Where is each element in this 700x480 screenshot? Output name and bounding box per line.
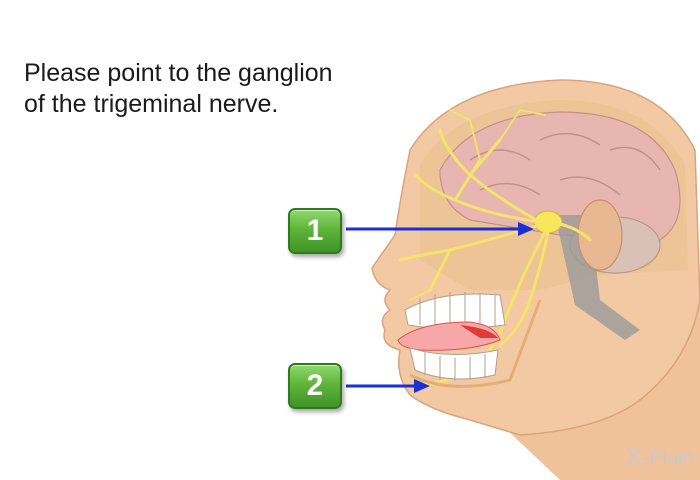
brainstem [555,215,640,340]
xplain-logo: X -Plain [626,444,694,472]
answer-button-2[interactable]: 2 [288,363,342,409]
answer-button-1[interactable]: 1 [288,208,342,254]
jaw-bone [409,299,542,388]
answer-button-2-label: 2 [306,369,324,402]
lower-teeth [409,347,499,381]
arrow-2 [346,379,430,393]
answer-button-1-label: 1 [306,214,324,247]
question-line-2: of the trigeminal nerve. [24,90,279,118]
arrow-1 [346,222,534,236]
brain [439,111,681,241]
trigeminal-nerve-branches [398,128,592,387]
xplain-logo-text: -Plain [642,446,694,469]
ear [577,199,623,271]
xplain-logo-mark: X [625,444,642,471]
question-text: Please point to the ganglion of the trig… [24,58,404,120]
question-line-1: Please point to the ganglion [24,59,333,87]
